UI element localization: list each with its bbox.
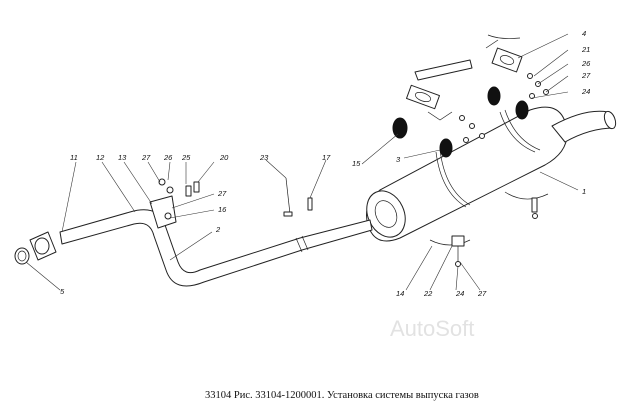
callout-12: 12 <box>96 153 105 162</box>
callout-24: 24 <box>581 87 590 96</box>
callout-21: 21 <box>581 45 590 54</box>
callout-13: 13 <box>118 153 127 162</box>
callout-23: 23 <box>259 153 269 162</box>
callout-3: 3 <box>396 155 401 164</box>
muffler-straps <box>429 109 549 246</box>
hanger-brackets <box>406 34 523 121</box>
callout-16: 16 <box>218 205 227 214</box>
callout-27: 27 <box>581 71 591 80</box>
callout-5: 5 <box>60 287 65 296</box>
callout-27d: 27 <box>477 289 487 298</box>
callout-14: 14 <box>396 289 404 298</box>
callout-26: 26 <box>581 59 591 68</box>
callout-4: 4 <box>582 29 586 38</box>
callout-labels: 4 21 26 27 24 15 3 1 11 12 13 27 26 25 2… <box>60 29 591 298</box>
callout-25: 25 <box>181 153 191 162</box>
callout-1: 1 <box>582 187 586 196</box>
leader-lines <box>25 33 579 291</box>
callout-17: 17 <box>322 153 331 162</box>
clamp-bolts <box>283 177 313 217</box>
callout-22: 22 <box>423 289 433 298</box>
callout-15: 15 <box>352 159 361 168</box>
figure-caption: 33104 Рис. 33104-1200001. Установка сист… <box>205 390 479 401</box>
lower-bracket <box>451 197 538 267</box>
callout-11: 11 <box>70 153 78 162</box>
pipe-bracket <box>149 178 200 229</box>
callout-27b: 27 <box>141 153 151 162</box>
front-flange <box>14 231 57 265</box>
callout-2: 2 <box>215 225 221 234</box>
rubber-cushions <box>392 86 529 158</box>
callout-20: 20 <box>219 153 229 162</box>
watermark: AutoSoft <box>390 316 474 341</box>
callout-27c: 27 <box>217 189 227 198</box>
callout-24b: 24 <box>455 289 464 298</box>
intermediate-pipe <box>59 209 373 287</box>
callout-26b: 26 <box>163 153 173 162</box>
